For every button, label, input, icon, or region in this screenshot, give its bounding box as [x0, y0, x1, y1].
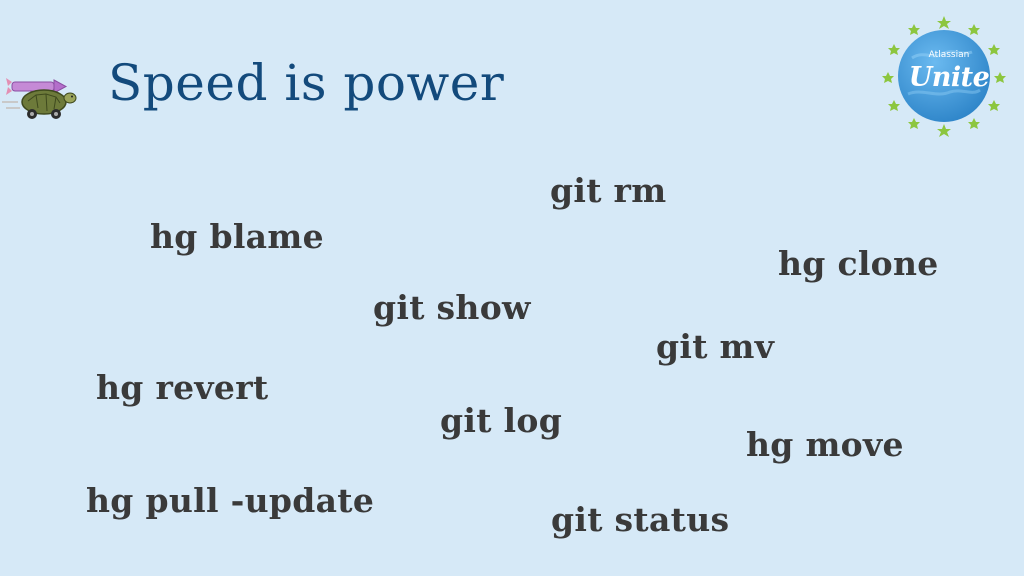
command-label: git mv [656, 327, 775, 366]
command-label: hg move [746, 425, 904, 464]
atlassian-unite-logo [882, 16, 1006, 137]
command-label: git rm [550, 171, 667, 210]
command-label: git show [373, 288, 531, 327]
command-label: hg revert [96, 368, 269, 407]
command-label: hg clone [778, 244, 939, 283]
slide-title: Speed is power [108, 54, 505, 112]
command-label: hg pull -update [86, 481, 375, 520]
logo-brand-text: Atlassian [928, 50, 970, 60]
command-label: git log [440, 401, 563, 440]
command-label: hg blame [150, 217, 324, 256]
command-label: git status [551, 500, 730, 539]
logo-name-text: Unite [908, 62, 990, 93]
rocket-turtle-icon [2, 78, 77, 119]
